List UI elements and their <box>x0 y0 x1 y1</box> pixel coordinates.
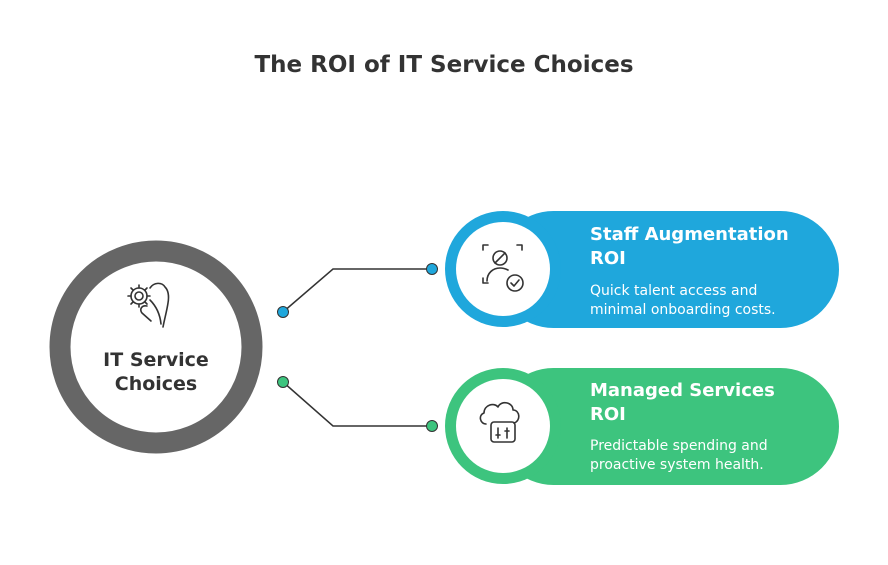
card-managed-services-pill <box>495 368 839 485</box>
connector-dot-card-bottom <box>426 420 438 432</box>
card-desc-line2: proactive system health. <box>590 457 764 473</box>
card-title-line1: Managed Services <box>590 380 775 401</box>
connector-dot-hub-bottom <box>277 376 289 388</box>
connector-dot-card-top <box>426 263 438 275</box>
card-staff-augmentation-pill <box>495 211 839 328</box>
hub-ring <box>49 240 263 454</box>
card-staff-augmentation-description: Quick talent access and minimal onboardi… <box>590 282 776 320</box>
card-managed-services-badge <box>456 379 550 473</box>
user-check-icon <box>482 244 524 292</box>
page-title: The ROI of IT Service Choices <box>254 52 634 78</box>
card-title-line1: Staff Augmentation <box>590 224 789 245</box>
card-managed-services-title: Managed Services ROI <box>590 379 775 427</box>
hub-label: IT Service Choices <box>86 348 226 396</box>
card-managed-services-description: Predictable spending and proactive syste… <box>590 437 768 475</box>
card-title-line2: ROI <box>590 404 626 425</box>
connector-staff-augmentation <box>282 268 432 313</box>
card-title-line2: ROI <box>590 248 626 269</box>
card-desc-line2: minimal onboarding costs. <box>590 302 776 318</box>
card-staff-augmentation-title: Staff Augmentation ROI <box>590 223 789 271</box>
hub-label-line2: Choices <box>114 373 198 395</box>
card-desc-line1: Predictable spending and <box>590 438 768 454</box>
connector-managed-services <box>282 381 432 427</box>
hand-gear-icon <box>127 282 170 328</box>
cloud-controls-icon <box>479 401 520 443</box>
hub-label-line1: IT Service <box>103 349 209 371</box>
card-desc-line1: Quick talent access and <box>590 283 758 299</box>
connector-dot-hub-top <box>277 306 289 318</box>
